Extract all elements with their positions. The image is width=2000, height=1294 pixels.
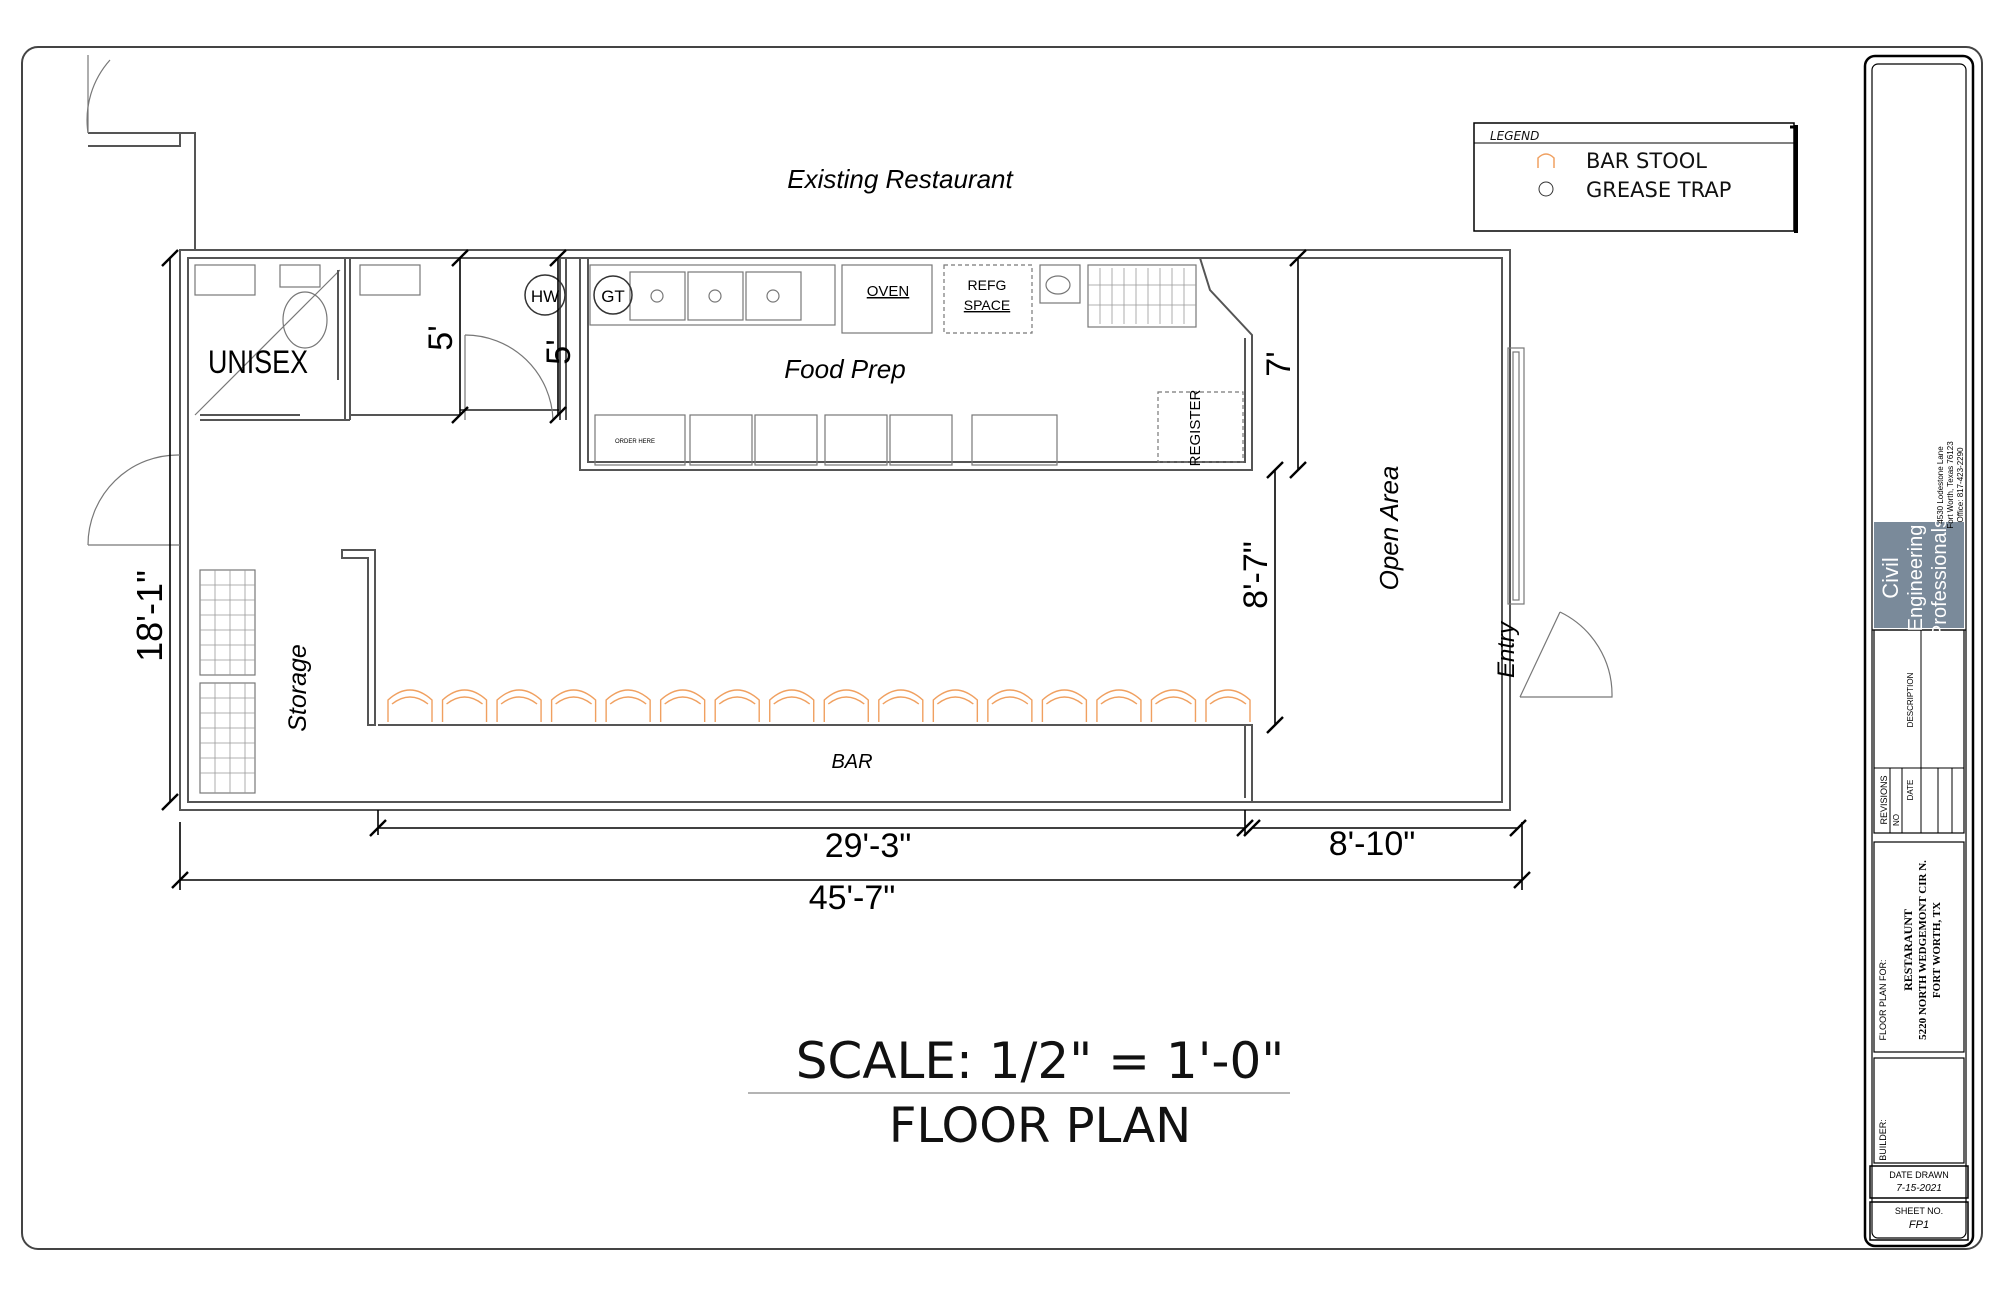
firm-logo [1874,522,1964,628]
bar-stool-icon [823,689,869,722]
legend-title: LEGEND [1490,129,1539,143]
open-area-label: Open Area [1374,466,1404,591]
project-address-1: 5220 NORTH WEDGEMONT CIR N. [1917,860,1929,1040]
refg-label-2: SPACE [964,297,1010,313]
bar-stool-icon [496,689,542,722]
revisions-label: REVISIONS [1879,775,1889,824]
bar-label: BAR [831,751,872,773]
existing-restaurant-label: Existing Restaurant [787,164,1014,194]
water-heater-icon [524,274,566,316]
firm-name-1: Civil [1878,557,1903,599]
building-walls [87,249,1613,811]
dim-restroom-left: 5' [422,325,460,350]
existing-wall [86,55,196,250]
legend-grease-trap: GREASE TRAP [1586,178,1731,202]
bar-stool-icon [878,689,924,722]
grease-trap-icon [593,275,633,315]
bar-stool-icon [714,689,760,722]
rev-date-label: DATE [1906,780,1915,801]
project-name: RESTARAUNT [1901,909,1915,991]
oven-label: OVEN [867,283,910,300]
sheet-no-label: SHEET NO. [1895,1206,1943,1216]
bar-stool-icon [769,689,815,722]
dim-total-length: 45'-7" [809,879,896,917]
food-prep-label: Food Prep [784,354,905,384]
bar-stool-icon [1041,689,1088,722]
bar-stool-icon [441,689,488,722]
grease-trap-icon [1538,181,1554,197]
register-label: REGISTER [1187,389,1204,466]
date-drawn-value: 7-15-2021 [1896,1183,1942,1194]
entry-label: Entry [1493,620,1520,678]
bar-stool-icon [1205,689,1251,722]
date-drawn-label: DATE DRAWN [1889,1170,1949,1180]
rev-no-label: NO [1892,814,1901,826]
legend-bar-stool: BAR STOOL [1586,149,1707,173]
dim-open-depth: 8'-7" [1237,541,1275,609]
bar-stool-icon [659,689,706,722]
rev-description-label: DESCRIPTION [1906,672,1915,727]
gt-label: GT [601,287,625,306]
title-block [1863,54,1975,1248]
scale-label: SCALE: 1/2" = 1'-0" [796,1032,1285,1090]
hw-label: HW [531,287,559,306]
firm-name-2: Engineering [1905,525,1927,632]
bar-stool-icon [387,689,433,722]
firm-address-1: 4530 Lodestone Lane [1936,446,1945,524]
bar-stools [387,689,1251,722]
bar-stool-icon [987,689,1033,722]
refg-label-1: REFG [968,277,1007,293]
bar-stool-icon [605,689,651,722]
sheet-no-value: FP1 [1909,1219,1929,1231]
floor-plan-title: FLOOR PLAN [889,1098,1191,1154]
dim-food-prep-depth: 7' [1260,351,1298,376]
firm-name-3: Professionals [1929,518,1951,638]
bar-stool-icon [1537,153,1555,168]
firm-phone: Office: 817-423-2290 [1956,447,1965,523]
order-here-label: ORDER HERE [615,439,655,445]
builder-label: BUILDER: [1878,1119,1888,1161]
storage-label: Storage [284,644,312,732]
bar-stool-icon [1150,689,1197,722]
legend: LEGEND BAR STOOL GREASE TRAP [1473,122,1798,233]
unisex-label: UNISEX [208,344,308,380]
dim-right-length: 8'-10" [1329,825,1416,863]
dimension-lines [161,249,1531,890]
dim-bar-length: 29'-3" [825,827,912,865]
floor-plan-for-label: FLOOR PLAN FOR: [1878,959,1888,1040]
dim-left-height: 18'-1" [129,570,170,662]
sheet-border [21,46,1983,1250]
firm-address-2: Fort Worth, Texas 76123 [1946,441,1955,529]
bar-stool-icon [550,689,597,722]
dim-restroom-right: 5' [540,339,578,364]
project-address-2: FORT WORTH, TX [1931,902,1943,998]
bar-stool-icon [1096,689,1142,722]
bar-stool-icon [932,689,979,722]
